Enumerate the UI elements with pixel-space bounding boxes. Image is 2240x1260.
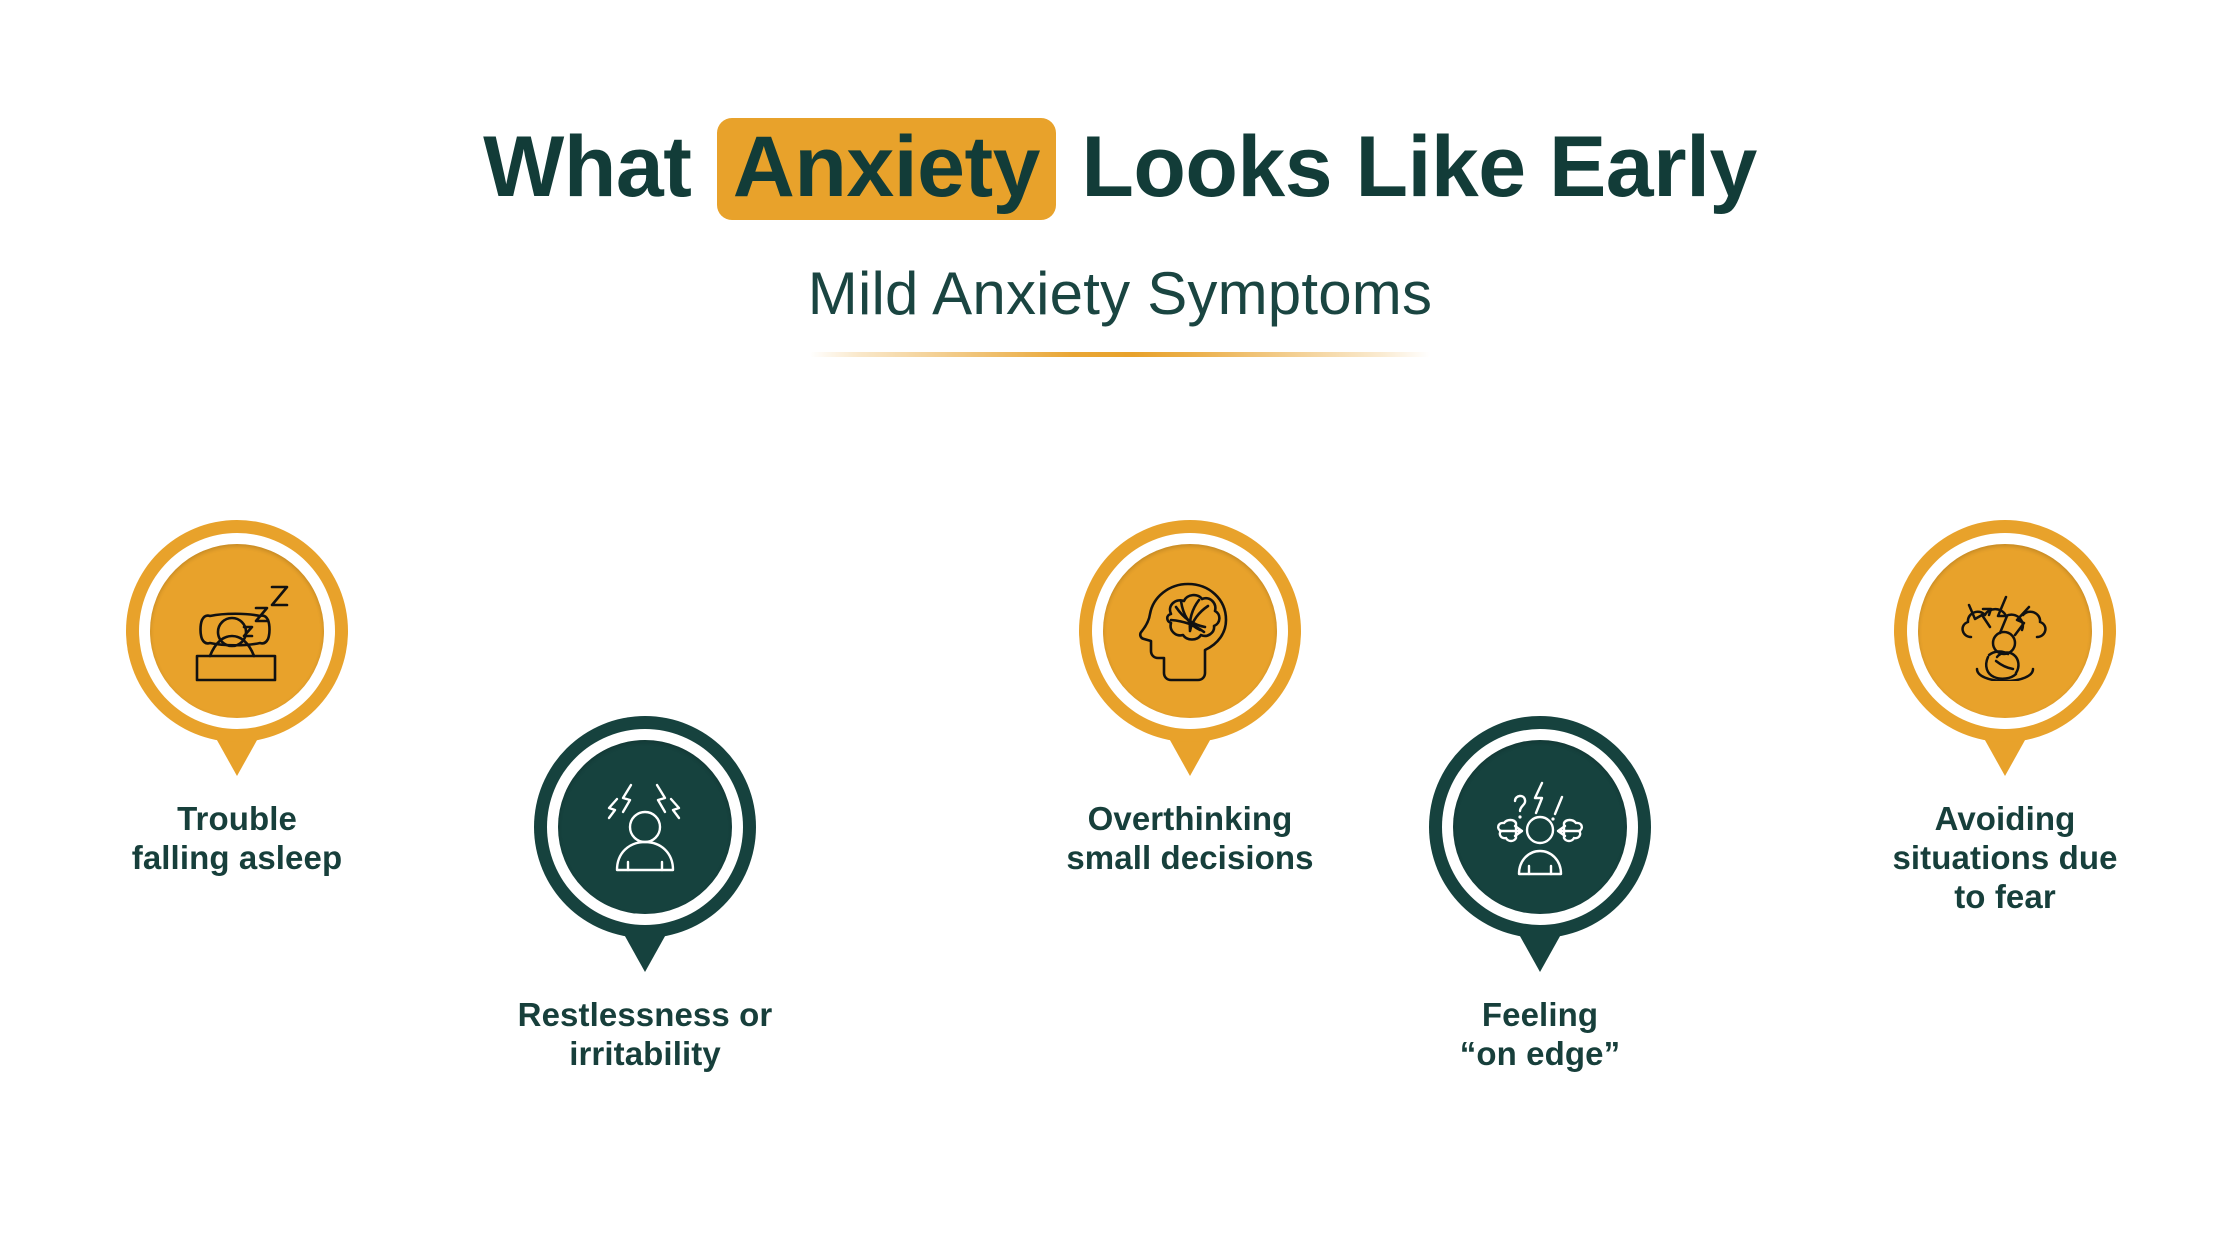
symptom-label-2-line-2: irritability — [569, 1034, 721, 1072]
pin-inner-circle-3 — [1103, 544, 1277, 718]
pin-marker-5[interactable] — [1894, 520, 2116, 776]
symptom-label-4-line-1: Feeling — [1481, 996, 1599, 1033]
symptom-label-5-line-2: situations due — [1892, 838, 2118, 876]
pin-marker-1[interactable] — [126, 520, 348, 776]
stressed-person-lightning-icon — [595, 777, 695, 877]
symptom-label-5-line-3: to fear — [1954, 877, 2056, 915]
title-text-after: Looks Like Early — [1057, 119, 1757, 215]
title-highlight-badge: Anxiety — [716, 118, 1056, 221]
symptom-item-2: Restlessness or irritability — [475, 716, 815, 1074]
pin-inner-circle-4 — [1453, 740, 1627, 914]
head-tangled-thoughts-icon — [1138, 578, 1242, 684]
decorative-divider — [810, 352, 1430, 358]
symptom-label-2: Restlessness or irritability — [475, 996, 815, 1074]
symptom-item-3: Overthinking small decisions — [1020, 520, 1360, 878]
symptom-item-4: Feeling “on edge” — [1370, 716, 1710, 1074]
page-subtitle: Mild Anxiety Symptoms — [807, 260, 1433, 328]
pin-marker-4[interactable] — [1429, 716, 1651, 972]
symptom-label-1-line-1: Trouble — [177, 800, 297, 837]
pin-marker-2[interactable] — [534, 716, 756, 972]
pin-inner-circle-5 — [1918, 544, 2092, 718]
symptom-label-5: Avoiding situations due to fear — [1835, 800, 2175, 917]
symptom-label-2-line-1: Restlessness or — [517, 996, 773, 1033]
pin-inner-circle-2 — [558, 740, 732, 914]
symptom-label-1: Trouble falling asleep — [67, 800, 407, 878]
symptom-label-3-line-1: Overthinking — [1087, 800, 1293, 837]
symptom-item-5: Avoiding situations due to fear — [1835, 520, 2175, 917]
symptom-label-3-line-2: small decisions — [1066, 838, 1314, 876]
symptom-label-4-line-2: “on edge” — [1459, 1034, 1621, 1072]
symptom-label-4: Feeling “on edge” — [1370, 996, 1710, 1074]
symptom-item-1: Trouble falling asleep — [67, 520, 407, 878]
person-on-edge-arrows-icon — [1486, 777, 1594, 877]
title-text-before: What — [483, 119, 715, 215]
page-title: What Anxiety Looks Like Early — [0, 0, 2240, 221]
pin-inner-circle-1 — [150, 544, 324, 718]
pin-marker-3[interactable] — [1079, 520, 1301, 776]
symptom-label-3: Overthinking small decisions — [1020, 800, 1360, 878]
symptom-label-5-line-1: Avoiding — [1934, 800, 2076, 837]
symptom-label-1-line-2: falling asleep — [131, 838, 343, 876]
person-huddled-storm-cloud-icon — [1949, 581, 2061, 681]
header: What Anxiety Looks Like Early Mild Anxie… — [0, 0, 2240, 358]
person-sleeping-in-bed-icon — [183, 579, 291, 683]
